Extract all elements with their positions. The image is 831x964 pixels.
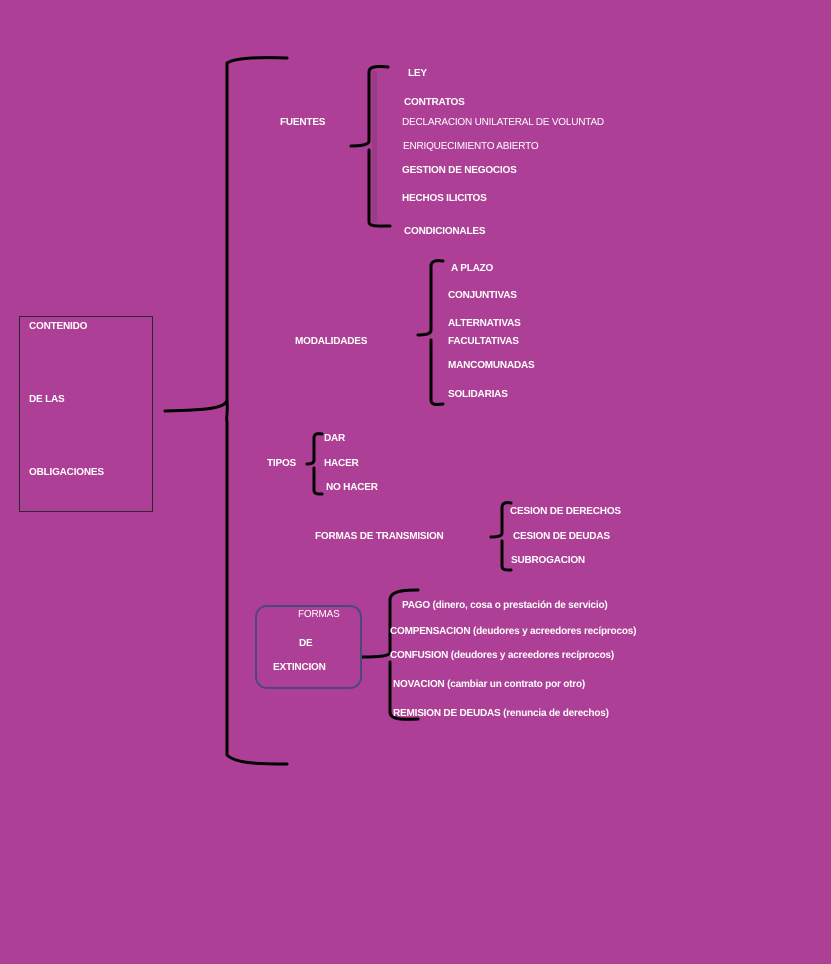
fuentes-label: FUENTES (280, 117, 326, 128)
extincion-bracket (360, 588, 420, 721)
fuentes-item-hechos: HECHOS ILICITOS (402, 193, 487, 204)
tipos-bracket (305, 432, 324, 496)
extincion-item-novacion: NOVACION (cambiar un contrato por otro) (393, 679, 586, 690)
modalidades-item-alternativas: ALTERNATIVAS (448, 318, 521, 329)
extincion-line-1: FORMAS (298, 609, 340, 620)
tipos-item-hacer: HACER (324, 458, 359, 469)
modalidades-label: MODALIDADES (295, 336, 368, 347)
extincion-line-2: DE (299, 638, 313, 649)
tipos-item-no-hacer: NO HACER (326, 482, 378, 493)
main-bracket (163, 56, 289, 766)
modalidades-item-facultativas: FACULTATIVAS (448, 336, 519, 347)
modalidades-item-a-plazo: A PLAZO (451, 263, 494, 274)
modalidades-item-mancomunadas: MANCOMUNADAS (448, 360, 535, 371)
modalidades-item-solidarias: SOLIDARIAS (448, 389, 508, 400)
tipos-item-dar: DAR (324, 433, 346, 444)
transmision-item-cesion-derechos: CESION DE DERECHOS (510, 506, 621, 517)
root-line-1: CONTENIDO (29, 321, 88, 332)
fuentes-item-declaracion: DECLARACION UNILATERAL DE VOLUNTAD (402, 117, 604, 128)
fuentes-item-contratos: CONTRATOS (404, 97, 465, 108)
fuentes-item-ley: LEY (408, 68, 427, 79)
root-concept-box (19, 316, 153, 512)
modalidades-bracket (416, 259, 445, 406)
transmision-item-subrogacion: SUBROGACION (511, 555, 585, 566)
transmision-label: FORMAS DE TRANSMISION (315, 531, 444, 542)
extincion-box (255, 605, 362, 689)
fuentes-item-enriquecimiento: ENRIQUECIMIENTO ABIERTO (403, 141, 539, 152)
modalidades-item-conjuntivas: CONJUNTIVAS (448, 290, 517, 301)
extincion-item-pago: PAGO (dinero, cosa o prestación de servi… (402, 600, 608, 611)
root-line-2: DE LAS (29, 394, 65, 405)
transmision-bracket (489, 501, 513, 572)
root-line-3: OBLIGACIONES (29, 467, 104, 478)
extincion-item-confusion: CONFUSION (deudores y acreedores recípro… (390, 650, 615, 661)
fuentes-bracket (349, 65, 392, 228)
fuentes-item-gestion: GESTION DE NEGOCIOS (402, 165, 517, 176)
extincion-item-remision: REMISION DE DEUDAS (renuncia de derechos… (393, 708, 609, 719)
extincion-line-3: EXTINCION (273, 662, 326, 673)
tipos-label: TIPOS (267, 458, 297, 469)
fuentes-item-condicionales: CONDICIONALES (404, 226, 486, 237)
transmision-item-cesion-deudas: CESION DE DEUDAS (513, 531, 610, 542)
extincion-item-compensacion: COMPENSACION (deudores y acreedores recí… (390, 626, 637, 637)
